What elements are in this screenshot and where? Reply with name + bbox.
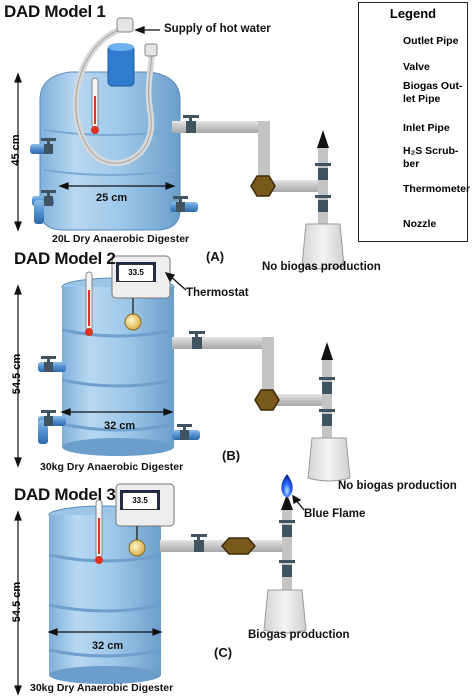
model1-panel-label: (A) bbox=[206, 249, 224, 264]
model3-title: DAD Model 3 bbox=[14, 485, 116, 505]
model3-height-label: 54.5 cm bbox=[11, 567, 23, 637]
model1-nozzle bbox=[317, 130, 329, 148]
model3-panel-label: (C) bbox=[214, 645, 232, 660]
model3-biogas-line bbox=[160, 474, 306, 633]
model2-thermostat-display: 33.5 bbox=[118, 264, 154, 282]
legend-item-biogas-outlet-pipe: Biogas Out-let Pipe bbox=[403, 80, 469, 106]
model1-jug-body bbox=[40, 72, 180, 230]
legend-item-outlet-pipe: Outlet Pipe bbox=[403, 35, 469, 48]
model3-h2s-scrubber bbox=[222, 538, 255, 554]
model3-heating-bulb bbox=[129, 540, 145, 556]
model1-title: DAD Model 1 bbox=[4, 2, 106, 22]
model2-title: DAD Model 2 bbox=[14, 249, 116, 269]
legend-item-nozzle: Nozzle bbox=[403, 218, 469, 231]
model1-caption: 20L Dry Anaerobic Digester bbox=[52, 233, 189, 245]
legend-item-inlet-pipe: Inlet Pipe bbox=[403, 122, 469, 135]
model3-flame-label: Blue Flame bbox=[304, 508, 365, 520]
model3-digester bbox=[49, 484, 174, 684]
model3-blue-flame bbox=[281, 474, 292, 498]
model2-result: No biogas production bbox=[338, 480, 457, 492]
model3-gas-bag bbox=[264, 590, 306, 633]
model2-caption: 30kg Dry Anaerobic Digester bbox=[40, 461, 183, 473]
model1-inlet-pipe bbox=[108, 46, 134, 86]
model2-panel-label: (B) bbox=[222, 448, 240, 463]
model1-h2s-scrubber bbox=[251, 176, 275, 196]
model3-width-label: 32 cm bbox=[92, 640, 123, 652]
model2-nozzle bbox=[321, 342, 333, 360]
model1-supply-label: Supply of hot water bbox=[164, 23, 271, 35]
model2-gas-bag bbox=[308, 438, 350, 481]
legend: Legend Outlet Pipe Valve Biogas Out-let … bbox=[358, 2, 468, 242]
model2-thermostat-label: Thermostat bbox=[186, 287, 249, 299]
model1-width-label: 25 cm bbox=[96, 192, 127, 204]
model2-biogas-line bbox=[172, 331, 350, 481]
model1-height-label: 45 cm bbox=[10, 120, 22, 180]
model1-biogas-line bbox=[172, 115, 344, 269]
legend-item-thermometer: Thermometer bbox=[403, 183, 469, 196]
model1-thermometer bbox=[91, 78, 99, 134]
model2-h2s-scrubber bbox=[255, 390, 279, 410]
model3-thermostat-display: 33.5 bbox=[122, 492, 158, 510]
model2-height-label: 54.5 cm bbox=[11, 339, 23, 409]
model1-result: No biogas production bbox=[262, 261, 381, 273]
model2-width-label: 32 cm bbox=[104, 420, 135, 432]
model3-caption: 30kg Dry Anaerobic Digester bbox=[30, 682, 173, 694]
model3-result: Biogas production bbox=[248, 629, 350, 641]
legend-title: Legend bbox=[359, 6, 467, 21]
legend-item-h2s-scrubber: H₂S Scrub-ber bbox=[403, 145, 469, 171]
model2-heating-bulb bbox=[125, 314, 141, 330]
legend-item-valve: Valve bbox=[403, 61, 469, 74]
